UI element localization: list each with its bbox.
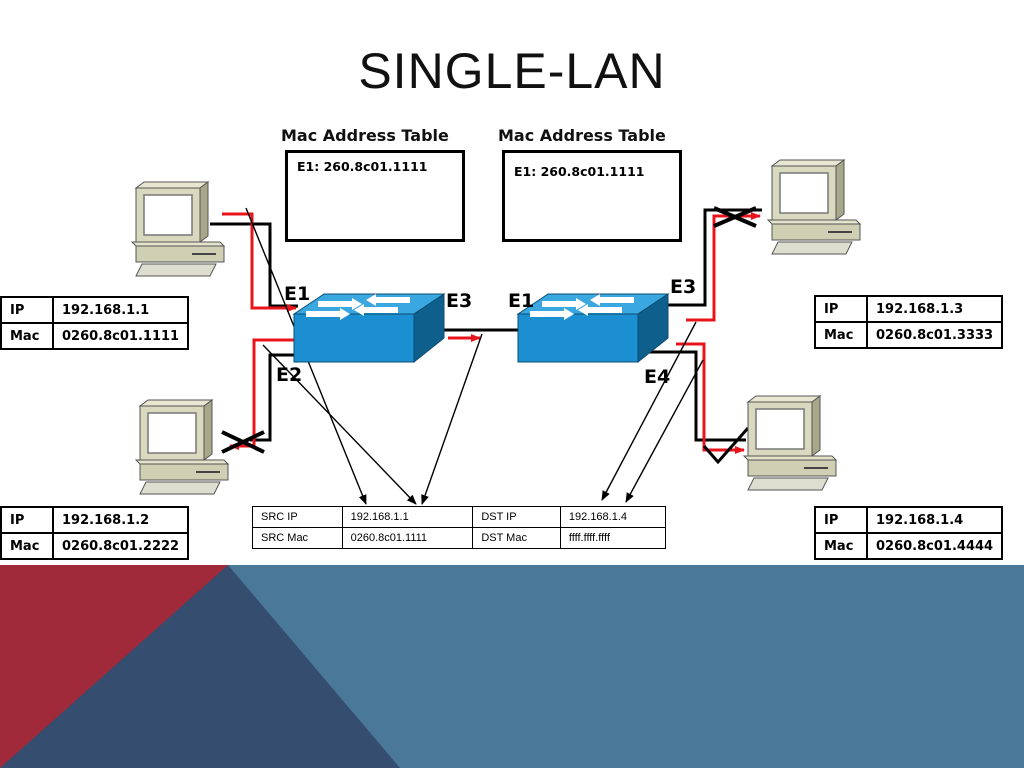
ip-label: IP — [0, 296, 54, 324]
port-label-sw1-e2: E2 — [276, 364, 303, 386]
computer-icon-pc1 — [131, 181, 225, 277]
mac-value: 0260.8c01.3333 — [865, 321, 1004, 349]
ip-value: 192.168.1.1 — [51, 296, 190, 324]
mac-table-2: E1: 260.8c01.1111 — [502, 150, 682, 242]
check-icon-pc4 — [702, 427, 750, 465]
mac-table-label-2: Mac Address Table — [498, 126, 666, 145]
port-label-sw2-e3: E3 — [670, 276, 697, 298]
dst-ip-value: 192.168.1.4 — [559, 506, 667, 528]
mac-table-1: E1: 260.8c01.1111 — [285, 150, 465, 242]
src-mac-label: SRC Mac — [252, 527, 343, 549]
mac-table-entry: E1: 260.8c01.1111 — [514, 164, 645, 179]
ip-label: IP — [814, 295, 868, 323]
switch-icon-2 — [517, 293, 669, 363]
port-label-sw2-e4: E4 — [644, 366, 671, 388]
computer-icon-pc2 — [135, 399, 229, 495]
blocked-x-icon-pc2 — [221, 430, 265, 454]
mac-table-entry: E1: 260.8c01.1111 — [297, 159, 428, 174]
mac-value: 0260.8c01.1111 — [51, 322, 190, 350]
frame-header-table: SRC IP 192.168.1.1 DST IP 192.168.1.4 SR… — [252, 506, 667, 549]
mac-label: Mac — [814, 532, 868, 560]
ip-label: IP — [0, 506, 54, 534]
dst-ip-label: DST IP — [472, 506, 561, 528]
mac-value: 0260.8c01.2222 — [51, 532, 190, 560]
src-ip-label: SRC IP — [252, 506, 343, 528]
port-label-sw1-e3: E3 — [446, 290, 473, 312]
footer-red-shape — [0, 565, 228, 768]
cables — [210, 208, 762, 442]
port-label-sw1-e1: E1 — [284, 283, 311, 305]
src-ip-value: 192.168.1.1 — [341, 506, 474, 528]
ip-label: IP — [814, 506, 868, 534]
computer-icon-pc3 — [767, 159, 861, 255]
computer-icon-pc4 — [743, 395, 837, 491]
dst-mac-value: ffff.ffff.ffff — [559, 527, 667, 549]
dst-mac-label: DST Mac — [472, 527, 561, 549]
switch-icon-1 — [293, 293, 445, 363]
src-mac-value: 0260.8c01.1111 — [341, 527, 474, 549]
port-label-sw2-e1: E1 — [508, 290, 535, 312]
mac-label: Mac — [814, 321, 868, 349]
ip-value: 192.168.1.2 — [51, 506, 190, 534]
ip-value: 192.168.1.3 — [865, 295, 1004, 323]
slide-title: SINGLE-LAN — [358, 43, 666, 99]
mac-value: 0260.8c01.4444 — [865, 532, 1004, 560]
mac-label: Mac — [0, 322, 54, 350]
mac-table-label-1: Mac Address Table — [281, 126, 449, 145]
ip-value: 192.168.1.4 — [865, 506, 1004, 534]
mac-label: Mac — [0, 532, 54, 560]
flow-lines — [222, 212, 761, 454]
blocked-x-icon-pc3 — [713, 206, 757, 228]
